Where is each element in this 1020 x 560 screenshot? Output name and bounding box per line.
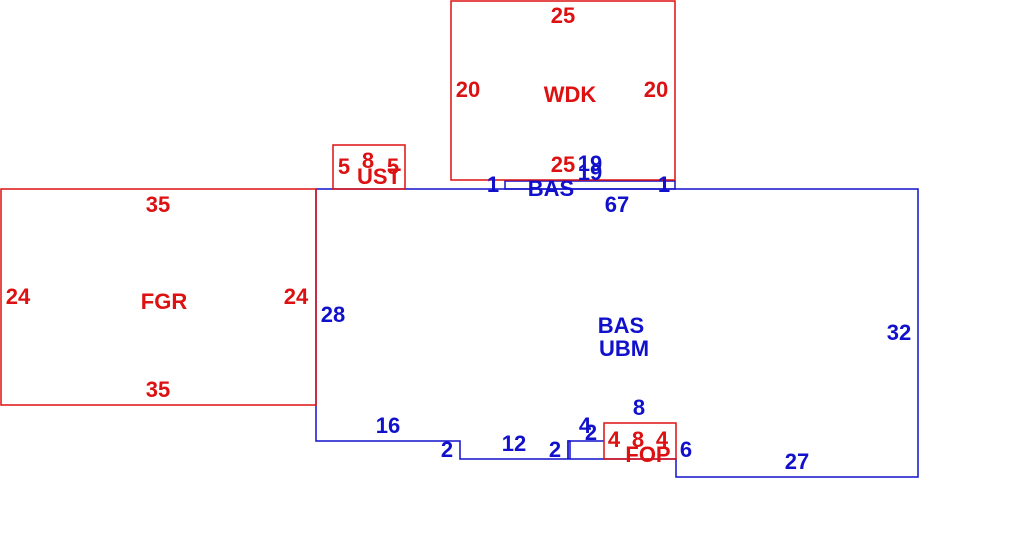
ust-left-dim: 5 [338,154,350,179]
wdk-left-dim: 20 [456,77,480,102]
ust-top-dim: 8 [362,148,374,173]
fop-code: FOP [625,442,670,467]
bas-notch-code: BAS [528,176,574,201]
fgr-bottom-dim: 35 [146,377,170,402]
fgr-top-dim: 35 [146,192,170,217]
bas-bottom-left-dim: 16 [376,413,400,438]
bas-right-dim: 32 [887,320,911,345]
ust-code: UST [357,164,402,189]
fop-top-dim: 8 [632,427,644,452]
bas-code: BAS [598,313,644,338]
ubm-code: UBM [599,336,649,361]
wdk-bottom-dim: 25 [551,152,575,177]
bas-notch-right-dim: 1 [658,172,670,197]
bas-small-b-dim: 2 [585,420,597,445]
wdk-top-dim: 25 [551,3,575,28]
bas-step-outline [567,440,604,459]
bas-middle-dim: 12 [502,431,526,456]
fop-right-dim: 4 [656,427,669,452]
bas-notch-left-dim: 1 [487,172,499,197]
fgr-outline [0,188,317,406]
bas-notch-top-eight-dim: 8 [633,395,645,420]
fop-outline [603,422,677,460]
bas-notch-bottom-dim: 19 [578,160,602,185]
wdk-right-dim: 20 [644,77,668,102]
ust-right-dim: 5 [387,154,399,179]
bas-notch-right-six-dim: 6 [680,437,692,462]
fgr-code: FGR [141,289,188,314]
bas-small-a-dim: 4 [579,413,592,438]
bas-step-b-dim: 2 [549,437,561,462]
wdk-outline [450,0,676,181]
fgr-left-dim: 24 [6,284,31,309]
fop-left-dim: 4 [608,427,621,452]
bas-left-dim: 28 [321,302,345,327]
bas-notch-outline [504,180,676,190]
ust-outline [332,144,406,190]
wdk-code: WDK [544,82,597,107]
bas-bottom-right-dim: 27 [785,449,809,474]
bas-top-dim: 67 [605,192,629,217]
bas-step-a-dim: 2 [441,437,453,462]
fgr-right-dim: 24 [284,284,309,309]
bas-notch-top-dim: 19 [578,151,602,176]
